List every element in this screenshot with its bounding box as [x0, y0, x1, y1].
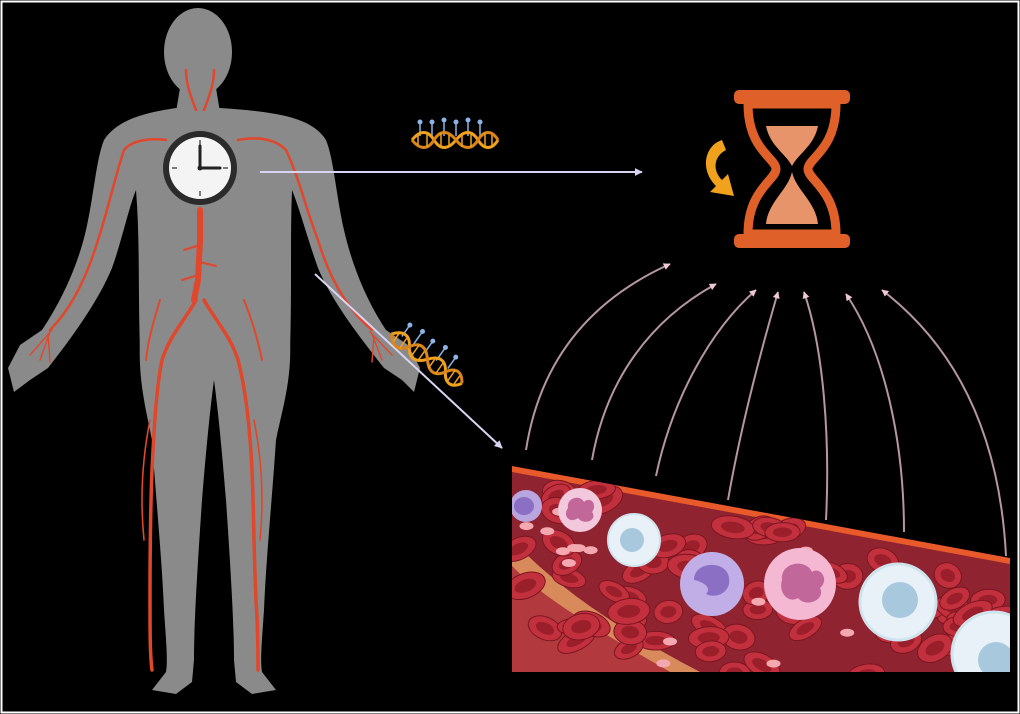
platelet	[583, 546, 598, 555]
red-blood-cell	[512, 535, 537, 562]
monocyte-edge	[950, 610, 1010, 672]
red-blood-cell	[939, 586, 971, 611]
platelet	[555, 547, 570, 556]
red-blood-cell	[527, 615, 563, 642]
monocyte	[858, 562, 938, 642]
platelet	[519, 522, 534, 531]
monocyte-small	[607, 513, 661, 567]
red-blood-cell	[743, 651, 781, 672]
lymphocyte	[512, 490, 542, 522]
curved-arrows	[525, 263, 1007, 557]
methylated-dna-icon-top	[410, 117, 500, 149]
clock-ticks	[172, 140, 228, 196]
platelet	[561, 559, 576, 567]
red-blood-cell	[653, 599, 684, 624]
eosinophil	[764, 548, 836, 620]
hourglass-icon	[734, 90, 850, 248]
arrow-to-blood	[314, 273, 503, 449]
lymphocyte-large	[680, 552, 744, 616]
red-blood-cell	[846, 663, 886, 672]
platelet	[840, 628, 855, 637]
platelet	[656, 659, 671, 668]
red-blood-cell	[710, 515, 756, 540]
platelet	[567, 544, 582, 552]
rotate-arrow-icon	[705, 140, 734, 196]
platelet	[766, 659, 781, 668]
red-blood-cell	[512, 571, 546, 601]
platelet	[540, 527, 555, 536]
platelet	[663, 637, 677, 646]
red-blood-cell	[764, 522, 801, 543]
human-body-circulation-icon	[8, 8, 420, 694]
platelet	[751, 597, 766, 606]
methylated-dna-icon-bottom	[389, 322, 464, 387]
sand-top	[766, 126, 818, 166]
body-silhouette	[8, 8, 420, 694]
clock-icon	[163, 131, 237, 205]
red-blood-cell	[562, 612, 601, 641]
sand-bottom	[766, 172, 818, 224]
red-blood-cell	[788, 615, 822, 642]
platelets	[519, 507, 855, 668]
neutrophil	[558, 488, 602, 532]
red-blood-cell	[933, 562, 962, 589]
red-blood-cell	[718, 661, 751, 672]
red-blood-cell	[917, 633, 953, 664]
red-blood-cell	[607, 597, 651, 625]
red-blood-cell	[694, 640, 727, 663]
arteries	[29, 68, 393, 672]
red-blood-cell	[721, 623, 756, 651]
